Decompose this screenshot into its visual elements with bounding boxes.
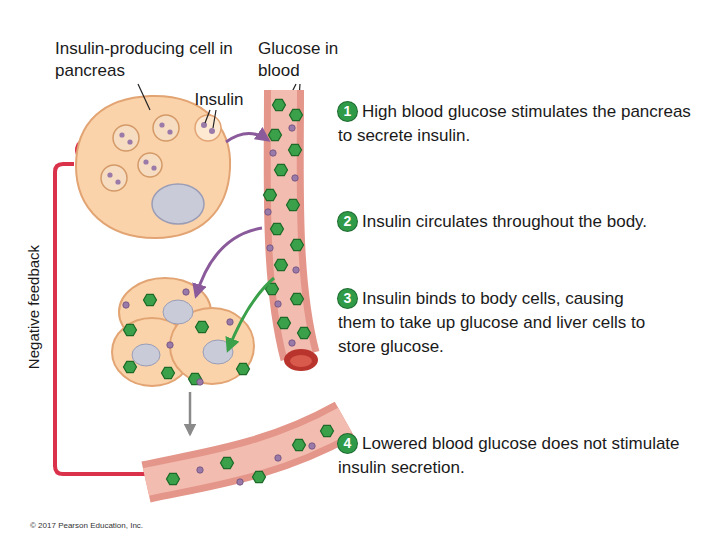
insulin-molecule bbox=[197, 379, 203, 385]
vesicle bbox=[113, 125, 139, 151]
blood-vessel bbox=[284, 90, 300, 356]
vessel-opening bbox=[290, 355, 312, 367]
step-text: High blood glucose stimulates the pancre… bbox=[338, 102, 691, 145]
insulin-molecule bbox=[270, 150, 276, 156]
insulin-molecule bbox=[123, 302, 129, 308]
glucose-molecule bbox=[196, 321, 209, 332]
flow-arrow bbox=[189, 392, 192, 434]
insulin-molecule bbox=[107, 172, 112, 177]
step-note: 3Insulin binds to body cells, causing th… bbox=[338, 287, 660, 359]
insulin-molecule bbox=[265, 209, 271, 215]
secretion-arrow bbox=[226, 133, 268, 142]
glucose-molecule bbox=[287, 199, 300, 210]
glucose-molecule bbox=[275, 164, 288, 175]
callout-number: 4 bbox=[338, 434, 357, 453]
step-text: Insulin circulates throughout the body. bbox=[362, 212, 647, 231]
leader-line bbox=[205, 110, 210, 123]
step-text: Lowered blood glucose does not stimulate… bbox=[338, 434, 680, 477]
insulin-molecule bbox=[227, 319, 233, 325]
glucose-molecule bbox=[273, 99, 286, 110]
glucose-arrow bbox=[228, 278, 274, 350]
leader-line bbox=[213, 110, 216, 128]
callout-number: 3 bbox=[338, 289, 357, 308]
step-note: 1High blood glucose stimulates the pancr… bbox=[338, 100, 693, 148]
insulin-molecule bbox=[309, 443, 315, 449]
glucose-molecule bbox=[278, 317, 291, 328]
insulin-molecule bbox=[201, 122, 207, 128]
insulin-molecule bbox=[275, 301, 281, 307]
glucose-molecule bbox=[290, 109, 303, 120]
copyright-note: © 2017 Pearson Education, Inc. bbox=[30, 521, 230, 531]
nucleus bbox=[203, 340, 233, 364]
callout-number: 2 bbox=[338, 212, 357, 231]
glucose-molecule bbox=[221, 457, 234, 468]
insulin-molecule bbox=[267, 245, 273, 251]
vessel-opening bbox=[284, 349, 318, 371]
step-note: 4Lowered blood glucose does not stimulat… bbox=[338, 432, 693, 480]
vesicle bbox=[101, 165, 127, 191]
blood-vessel-lumen bbox=[284, 90, 300, 356]
insulin-molecule bbox=[293, 267, 299, 273]
insulin-molecule bbox=[209, 128, 215, 134]
vesicle bbox=[153, 115, 179, 141]
nucleus bbox=[163, 300, 193, 324]
secretion-pocket bbox=[195, 115, 221, 141]
leader-line bbox=[138, 84, 150, 110]
glucose-molecule bbox=[298, 327, 311, 338]
insulin-molecule bbox=[197, 467, 203, 473]
insulin-molecule bbox=[275, 455, 281, 461]
glucose-molecule bbox=[162, 367, 175, 378]
insulin-molecule bbox=[127, 139, 132, 144]
glucose-molecule bbox=[289, 144, 302, 155]
step-note: 2 Insulin circulates throughout the body. bbox=[338, 210, 693, 234]
glucose-molecule bbox=[253, 471, 266, 482]
glucose-molecule bbox=[275, 259, 288, 270]
glucose-molecule bbox=[321, 425, 334, 436]
pancreas-cell bbox=[76, 96, 230, 238]
callout-number: 1 bbox=[338, 102, 357, 121]
insulin-arrow bbox=[196, 228, 262, 296]
glucose-molecule bbox=[271, 223, 284, 234]
glucose-molecule bbox=[269, 129, 282, 140]
glucose-molecule bbox=[291, 239, 304, 250]
blood-vessel bbox=[146, 420, 345, 482]
nucleus bbox=[132, 344, 160, 366]
glucose-molecule bbox=[237, 363, 250, 374]
glucose-molecule bbox=[264, 189, 277, 200]
vesicle bbox=[138, 153, 162, 177]
blood-vessel-lumen bbox=[146, 420, 345, 482]
insulin-molecule bbox=[143, 159, 148, 164]
insulin-molecule bbox=[167, 342, 173, 348]
glucose-molecule bbox=[293, 439, 306, 450]
part-label: Insulin-producing cell in pancreas bbox=[55, 38, 260, 82]
insulin-molecule bbox=[289, 125, 295, 131]
nucleus bbox=[152, 184, 204, 224]
insulin-molecule bbox=[159, 122, 164, 127]
insulin-molecule bbox=[119, 132, 124, 137]
glucose-molecule bbox=[291, 293, 304, 304]
glucose-molecule bbox=[167, 473, 180, 484]
part-label: Insulin bbox=[180, 89, 258, 111]
step-text: Insulin binds to body cells, causing the… bbox=[338, 289, 645, 356]
insulin-molecule bbox=[167, 129, 172, 134]
insulin-molecule bbox=[115, 179, 120, 184]
insulin-molecule bbox=[292, 175, 298, 181]
glucose-molecule bbox=[124, 324, 137, 335]
insulin-molecule bbox=[151, 165, 156, 170]
loop-label: Negative feedback bbox=[25, 207, 43, 407]
glucose-molecule bbox=[144, 294, 157, 305]
insulin-molecule bbox=[289, 340, 295, 346]
part-label: Glucose in blood bbox=[258, 38, 350, 82]
glucose-molecule bbox=[124, 361, 137, 372]
insulin-molecule bbox=[237, 479, 243, 485]
insulin-molecule bbox=[183, 289, 189, 295]
